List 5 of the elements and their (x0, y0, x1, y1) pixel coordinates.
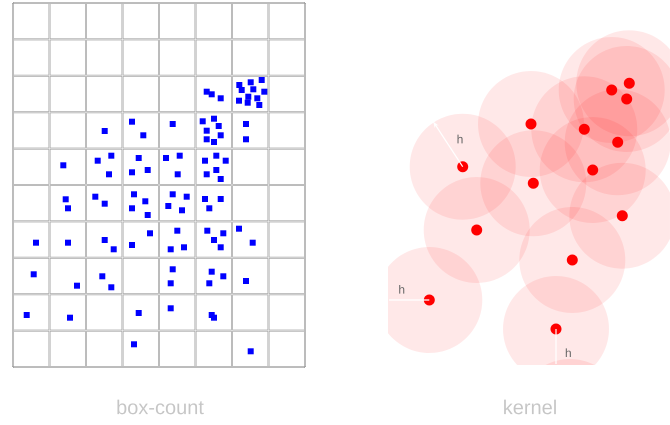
radius-label: h (566, 348, 571, 358)
panel-caption: box-count (117, 400, 204, 414)
panel-caption: kernel (504, 400, 556, 414)
radius-label: h (458, 134, 463, 144)
radius-label: h (399, 284, 404, 294)
